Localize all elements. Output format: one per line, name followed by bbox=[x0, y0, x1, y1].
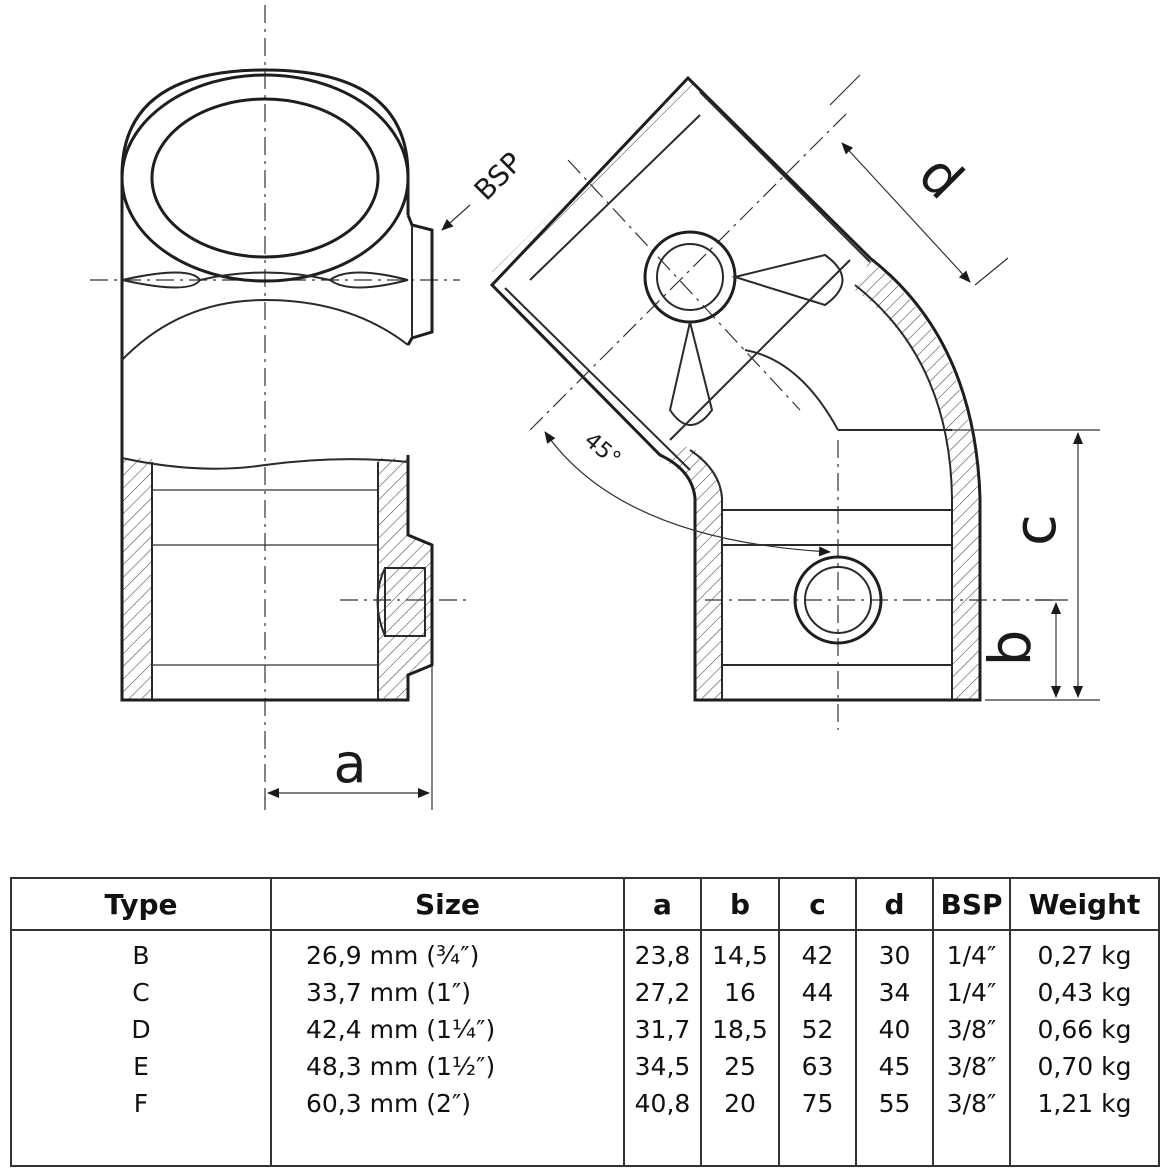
dimension-b-label: b bbox=[976, 630, 1044, 667]
angled-port-inner bbox=[656, 243, 724, 311]
angle-label: 45° bbox=[579, 428, 625, 472]
weight-column: 0,27 kg 0,43 kg 0,66 kg 0,70 kg 1,21 kg bbox=[1009, 930, 1159, 1166]
side-port bbox=[384, 567, 426, 637]
dimension-a-label: a bbox=[333, 732, 366, 795]
table-cell: 0,27 kg bbox=[1037, 941, 1132, 970]
lower-port-inner bbox=[804, 566, 872, 634]
table-cell: B bbox=[132, 941, 150, 970]
header-size: Size bbox=[270, 878, 624, 931]
top-ring-inner bbox=[150, 97, 380, 259]
b-column: 14,5 16 18,5 25 20 bbox=[700, 930, 779, 1166]
bsp-column: 1/4″ 1/4″ 3/8″ 3/8″ 3/8″ bbox=[932, 930, 1010, 1166]
table-cell: 42 bbox=[801, 941, 834, 970]
lower-port-outer bbox=[793, 555, 883, 645]
shoulder-curve bbox=[121, 298, 409, 361]
table-cell: F bbox=[133, 1089, 149, 1118]
header-d: d bbox=[855, 878, 933, 931]
elbow-view: 45° d c b bbox=[489, 74, 1100, 730]
d-column: 30 34 40 45 55 bbox=[855, 930, 933, 1166]
table-cell: 40 bbox=[878, 1015, 911, 1044]
angle-arc bbox=[544, 431, 831, 557]
lower-socket-outline bbox=[120, 455, 434, 702]
table-cell: 20 bbox=[724, 1089, 756, 1118]
table-cell: 1/4″ bbox=[946, 978, 997, 1007]
type-column: B C D E F bbox=[11, 930, 271, 1166]
table-cell: 16 bbox=[724, 978, 756, 1007]
table-cell: 60,3 mm (2″) bbox=[306, 1089, 472, 1118]
elbow-outline bbox=[489, 75, 982, 702]
table-cell: 75 bbox=[801, 1089, 834, 1118]
header-c: c bbox=[778, 878, 856, 931]
table-cell: 48,3 mm (1½″) bbox=[306, 1052, 496, 1081]
table-body-row: B C D E F 26,9 mm (¾″) 33,7 mm (1″) 42,4… bbox=[11, 930, 1159, 1166]
dimension-d-line bbox=[841, 142, 971, 283]
bsp-arrow bbox=[441, 204, 471, 231]
side-view: a BSP bbox=[90, 5, 529, 810]
table-cell: 1/4″ bbox=[946, 941, 997, 970]
table-cell: 18,5 bbox=[712, 1015, 768, 1044]
table-cell: 42,4 mm (1¼″) bbox=[306, 1015, 496, 1044]
size-column: 26,9 mm (¾″) 33,7 mm (1″) 42,4 mm (1¼″) … bbox=[270, 930, 624, 1166]
fitting-body-outline bbox=[120, 68, 410, 455]
a-column: 23,8 27,2 31,7 34,5 40,8 bbox=[623, 930, 701, 1166]
header-weight: Weight bbox=[1009, 878, 1159, 931]
table-cell: 40,8 bbox=[634, 1089, 691, 1118]
dimension-c-label: c bbox=[1001, 514, 1069, 546]
specification-table: Type Size a b c d BSP Weight B C D E F 2… bbox=[10, 877, 1160, 1167]
table-cell: 3/8″ bbox=[946, 1015, 997, 1044]
table-cell: 25 bbox=[724, 1052, 756, 1081]
table-cell: 0,70 kg bbox=[1037, 1052, 1132, 1081]
table-cell: 3/8″ bbox=[946, 1052, 997, 1081]
table-cell: 26,9 mm (¾″) bbox=[306, 941, 480, 970]
table-cell: 31,7 bbox=[634, 1015, 691, 1044]
table-cell: 27,2 bbox=[634, 978, 691, 1007]
table-cell: 63 bbox=[801, 1052, 834, 1081]
table-cell: 34,5 bbox=[634, 1052, 691, 1081]
dimension-d-label: d bbox=[907, 143, 976, 212]
header-b: b bbox=[700, 878, 779, 931]
header-bsp: BSP bbox=[932, 878, 1010, 931]
header-a: a bbox=[623, 878, 701, 931]
table-cell: 52 bbox=[801, 1015, 834, 1044]
table-cell: 33,7 mm (1″) bbox=[306, 978, 472, 1007]
bsp-boss bbox=[406, 214, 434, 346]
table-cell: 1,21 kg bbox=[1037, 1089, 1132, 1118]
technical-drawing: a BSP bbox=[90, 5, 1100, 810]
table-cell: 44 bbox=[801, 978, 834, 1007]
table-cell: 0,66 kg bbox=[1037, 1015, 1132, 1044]
header-type: Type bbox=[11, 878, 271, 931]
socket-edge bbox=[121, 457, 409, 470]
bsp-label: BSP bbox=[468, 146, 529, 207]
waist-seam bbox=[121, 271, 409, 282]
table-cell: 55 bbox=[878, 1089, 911, 1118]
angled-port-outer bbox=[643, 230, 737, 324]
table-cell: 34 bbox=[878, 978, 911, 1007]
table-cell: 3/8″ bbox=[946, 1089, 997, 1118]
table-cell: 45 bbox=[878, 1052, 911, 1081]
table-cell: C bbox=[132, 978, 150, 1007]
table-cell: 30 bbox=[878, 941, 911, 970]
table-header-row: Type Size a b c d BSP Weight bbox=[11, 878, 1159, 931]
table-cell: D bbox=[131, 1015, 151, 1044]
table-cell: 23,8 bbox=[634, 941, 691, 970]
table-cell: 14,5 bbox=[712, 941, 768, 970]
table-cell: E bbox=[133, 1052, 149, 1081]
table-cell: 0,43 kg bbox=[1037, 978, 1132, 1007]
top-ring-outer bbox=[120, 73, 410, 283]
c-column: 42 44 52 63 75 bbox=[778, 930, 856, 1166]
